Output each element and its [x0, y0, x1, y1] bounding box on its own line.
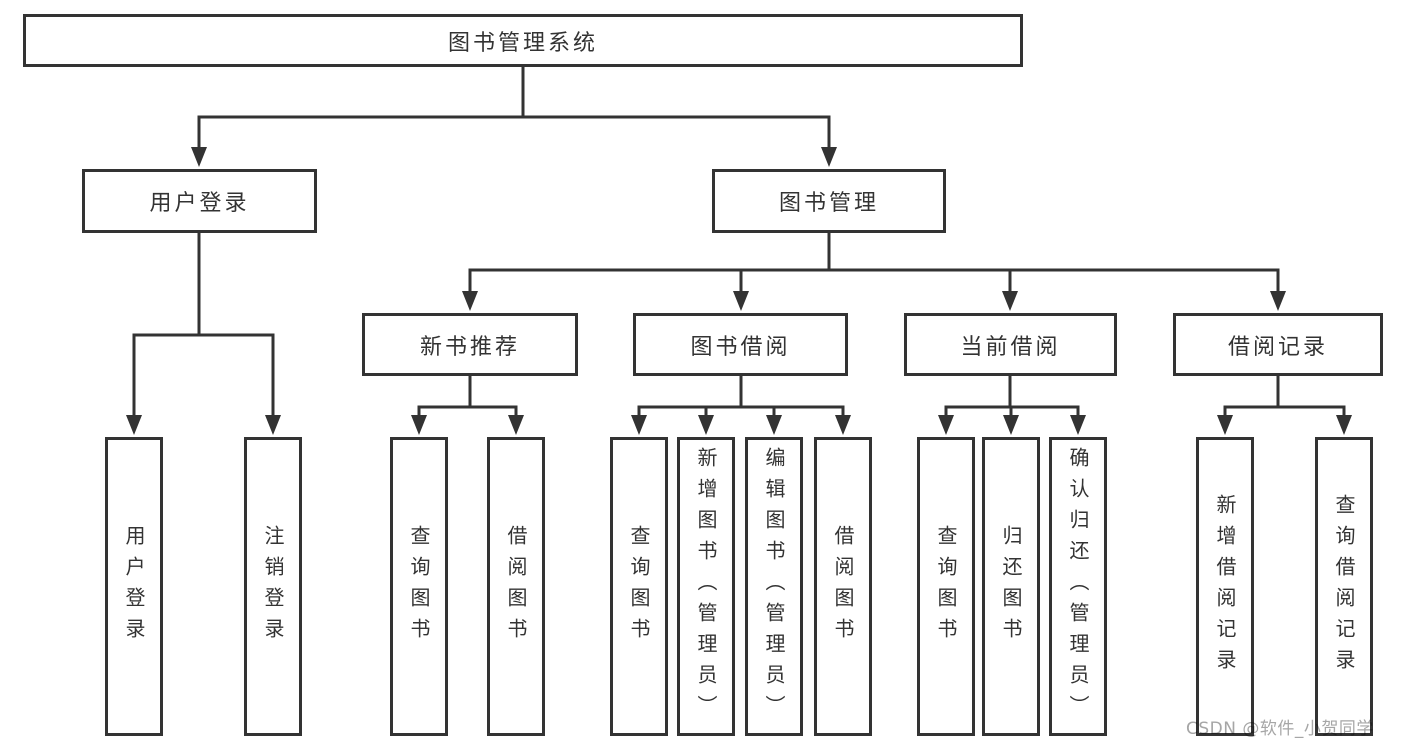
node-root-system: 图书管理系统 — [23, 14, 1023, 67]
leaf-label: 确认归还（管理员） — [1066, 447, 1090, 726]
node-current-borrowing: 当前借阅 — [904, 313, 1117, 376]
leaf-label: 查询图书 — [627, 524, 651, 649]
leaf-user-login-action: 用户登录 — [105, 437, 163, 736]
leaf-label: 查询图书 — [934, 524, 958, 649]
node-book-management: 图书管理 — [712, 169, 946, 233]
leaf-borrow-books-borrow: 借阅图书 — [814, 437, 872, 736]
leaf-query-books-borrow: 查询图书 — [610, 437, 668, 736]
leaf-label: 注销登录 — [261, 524, 285, 649]
leaf-edit-books-admin: 编辑图书（管理员） — [745, 437, 803, 736]
leaf-query-books-new: 查询图书 — [390, 437, 448, 736]
leaf-confirm-return-admin: 确认归还（管理员） — [1049, 437, 1107, 736]
node-user-login: 用户登录 — [82, 169, 317, 233]
leaf-label: 查询借阅记录 — [1332, 493, 1356, 680]
leaf-label: 借阅图书 — [831, 524, 855, 649]
leaf-query-borrow-record: 查询借阅记录 — [1315, 437, 1373, 736]
leaf-label: 借阅图书 — [504, 524, 528, 649]
leaf-label: 新增图书（管理员） — [694, 447, 718, 726]
leaf-add-books-admin: 新增图书（管理员） — [677, 437, 735, 736]
leaf-add-borrow-record: 新增借阅记录 — [1196, 437, 1254, 736]
leaf-logout-action: 注销登录 — [244, 437, 302, 736]
leaf-label: 编辑图书（管理员） — [762, 447, 786, 726]
leaf-borrow-books-new: 借阅图书 — [487, 437, 545, 736]
leaf-label: 新增借阅记录 — [1213, 493, 1237, 680]
node-book-borrowing: 图书借阅 — [633, 313, 848, 376]
leaf-label: 用户登录 — [122, 524, 146, 649]
leaf-label: 归还图书 — [999, 524, 1023, 649]
node-borrowing-records: 借阅记录 — [1173, 313, 1383, 376]
leaf-query-books-current: 查询图书 — [917, 437, 975, 736]
csdn-watermark: CSDN @软件_小贺同学 — [1186, 719, 1374, 739]
leaf-return-books: 归还图书 — [982, 437, 1040, 736]
node-new-book-recommend: 新书推荐 — [362, 313, 578, 376]
leaf-label: 查询图书 — [407, 524, 431, 649]
